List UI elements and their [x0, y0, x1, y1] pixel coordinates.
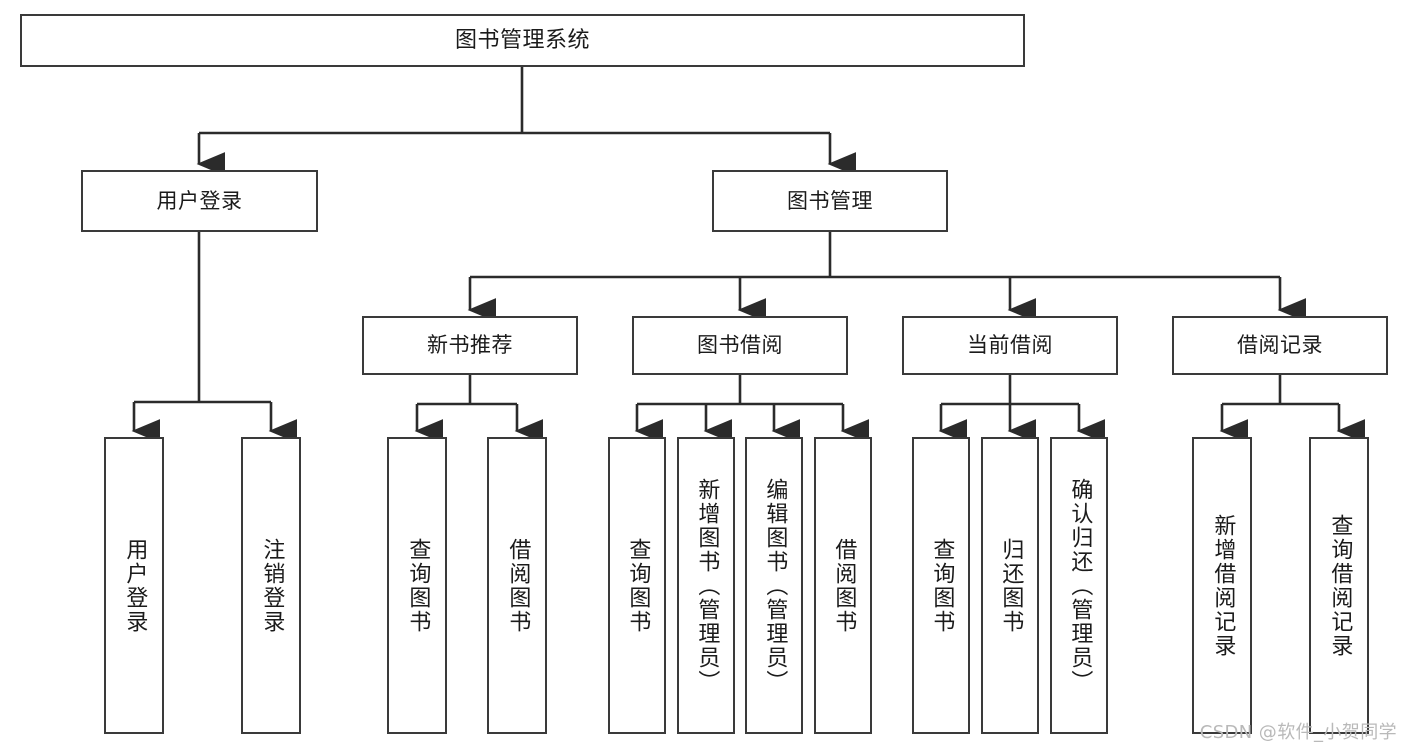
node-book-borrow[interactable]: 图书借阅: [632, 316, 848, 375]
node-user-login[interactable]: 用户登录: [81, 170, 318, 232]
node-leaf-user-login-label: 用户登录: [122, 537, 148, 634]
node-book-manage-label: 图书管理: [787, 188, 873, 213]
node-current-borrow[interactable]: 当前借阅: [902, 316, 1118, 375]
node-book-borrow-label: 图书借阅: [697, 333, 783, 358]
node-leaf-query-book-1-label: 查询图书: [405, 537, 431, 634]
node-leaf-borrow-book-2-label: 借阅图书: [831, 537, 857, 634]
node-leaf-user-login[interactable]: 用户登录: [104, 437, 164, 734]
node-current-borrow-label: 当前借阅: [967, 333, 1053, 358]
node-root-label: 图书管理系统: [454, 27, 590, 53]
node-leaf-add-record-label: 新增借阅记录: [1210, 513, 1236, 658]
node-book-manage[interactable]: 图书管理: [712, 170, 948, 232]
node-leaf-return-book-label: 归还图书: [998, 537, 1024, 634]
node-leaf-confirm-return[interactable]: 确认归还（管理员）: [1050, 437, 1108, 734]
node-leaf-edit-book-label: 编辑图书（管理员）: [762, 477, 788, 694]
node-leaf-query-record[interactable]: 查询借阅记录: [1309, 437, 1369, 734]
node-leaf-query-book-2-label: 查询图书: [625, 537, 651, 634]
node-user-login-label: 用户登录: [156, 188, 243, 213]
node-leaf-confirm-return-label: 确认归还（管理员）: [1067, 477, 1093, 694]
node-leaf-query-book-1[interactable]: 查询图书: [387, 437, 447, 734]
node-leaf-logout-label: 注销登录: [259, 537, 285, 634]
node-leaf-add-book-label: 新增图书（管理员）: [694, 477, 720, 694]
node-leaf-add-record[interactable]: 新增借阅记录: [1192, 437, 1252, 734]
node-leaf-borrow-book-2[interactable]: 借阅图书: [814, 437, 872, 734]
node-leaf-borrow-book-1-label: 借阅图书: [505, 537, 531, 634]
node-leaf-add-book[interactable]: 新增图书（管理员）: [677, 437, 735, 734]
watermark: CSDN @软件_小贺同学: [1199, 722, 1397, 743]
node-leaf-logout[interactable]: 注销登录: [241, 437, 301, 734]
node-leaf-query-book-3[interactable]: 查询图书: [912, 437, 970, 734]
node-borrow-record[interactable]: 借阅记录: [1172, 316, 1388, 375]
node-new-book-rec-label: 新书推荐: [427, 333, 513, 358]
node-leaf-query-record-label: 查询借阅记录: [1327, 513, 1353, 658]
node-new-book-rec[interactable]: 新书推荐: [362, 316, 578, 375]
node-root[interactable]: 图书管理系统: [20, 14, 1025, 67]
node-borrow-record-label: 借阅记录: [1237, 333, 1323, 358]
node-leaf-edit-book[interactable]: 编辑图书（管理员）: [745, 437, 803, 734]
node-leaf-query-book-2[interactable]: 查询图书: [608, 437, 666, 734]
node-leaf-borrow-book-1[interactable]: 借阅图书: [487, 437, 547, 734]
node-leaf-query-book-3-label: 查询图书: [929, 537, 955, 634]
node-leaf-return-book[interactable]: 归还图书: [981, 437, 1039, 734]
